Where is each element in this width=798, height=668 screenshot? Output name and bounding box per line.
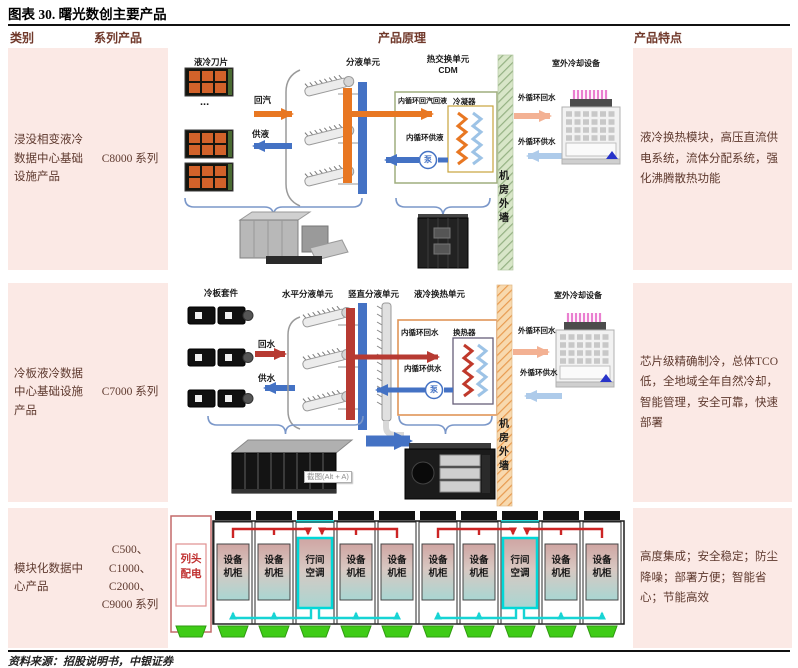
inner-loop-supply-label: 内循环供水 xyxy=(404,364,442,373)
row2-series-cell: C7000 系列 xyxy=(92,283,168,502)
cabinet-label: 设备 机柜 xyxy=(551,555,571,579)
room-wall-label: 机房外墙 xyxy=(499,419,509,472)
cabinet-label: 设备 机柜 xyxy=(264,555,284,579)
server-unit-photo xyxy=(404,443,496,500)
brace-right xyxy=(395,197,491,217)
blade-chassis-photo xyxy=(230,439,354,494)
room-wall-strip xyxy=(497,54,514,271)
inner-loop-return-label: 内循环回水 xyxy=(401,328,439,337)
cold-plate-images xyxy=(187,306,254,408)
vertical-unit-label: 竖直分液单元 xyxy=(348,289,400,299)
blade-server-images xyxy=(184,67,234,192)
col-header-category: 类别 xyxy=(10,31,35,45)
hot-coil xyxy=(461,343,475,398)
condenser-label: 冷凝器 xyxy=(453,97,476,106)
ellipsis-label: ... xyxy=(200,96,210,108)
manifold-bracket xyxy=(287,316,301,430)
blades-label: 液冷刀片 xyxy=(194,57,229,67)
figure-title: 图表 30. 曙光数创主要产品 xyxy=(8,7,167,22)
row-ac-label: 行间 空调 xyxy=(510,555,530,579)
cabinet-label: 设备 机柜 xyxy=(592,555,612,579)
cabinet-label: 设备 机柜 xyxy=(387,555,407,579)
heat-exchange-unit-label: 液冷换热单元 xyxy=(414,289,466,299)
cabinet-label: 设备 机柜 xyxy=(223,555,243,579)
inner-loop-supply-label: 内循环供液 xyxy=(406,133,444,142)
row1-category-cell: 浸没相变液冷数据中心基础设施产品 xyxy=(8,48,92,270)
room-wall-strip xyxy=(496,284,513,507)
cold-air-arrows xyxy=(229,608,606,620)
pump-circle xyxy=(418,150,438,170)
brace-right xyxy=(398,415,493,435)
cabinet-label: 设备 机柜 xyxy=(346,555,366,579)
equipment-cabinets xyxy=(213,521,622,625)
col-header-series: 系列产品 xyxy=(94,31,143,45)
cold-coil xyxy=(475,343,489,398)
row3-series-cell: C500、C1000、C2000、C9000 系列 xyxy=(92,508,168,648)
cooling-tower-image xyxy=(562,90,620,164)
outer-loop-supply-label: 外循环供水 xyxy=(520,368,558,377)
col-header-principle: 产品原理 xyxy=(377,31,426,45)
table-bottom-rule xyxy=(8,650,790,652)
return-riser-pipe xyxy=(346,308,355,420)
outer-loop-supply-label: 外循环供水 xyxy=(518,137,556,146)
liquid-riser-pipe xyxy=(358,82,367,194)
distribution-manifolds xyxy=(302,71,366,188)
cabinet-label: 设备 机柜 xyxy=(469,555,489,579)
exchanger-label: 换热器 xyxy=(453,328,476,337)
table-top-rule xyxy=(8,24,790,26)
row2-features-cell: 芯片级精确制冷，总体TCO 低，全地域全年自然冷却，智能管理，安全可靠，快速部署 xyxy=(633,283,792,502)
manifold-bracket xyxy=(285,69,301,207)
row3-features-cell: 高度集成；安全稳定；防尘降噪；部署方便；智能省心；节能高效 xyxy=(633,508,792,648)
pdu-label: 列头 配电 xyxy=(180,553,202,580)
diagram-coldplate-cooling: 冷板套件 水平分液单元 竖直分液单元 液冷换热单元 室外冷却设备 回水 供水 内… xyxy=(170,283,632,508)
screenshot-tooltip: 截图(Alt + A) xyxy=(304,471,352,483)
supply-water-label: 供水 xyxy=(258,373,276,383)
supply-liquid-label: 供液 xyxy=(252,129,270,139)
row1-series-cell: C8000 系列 xyxy=(92,48,168,270)
floor-vents xyxy=(175,625,618,638)
outdoor-cooling-label: 室外冷却设备 xyxy=(554,291,602,300)
row3-category-cell: 模块化数据中心产品 xyxy=(8,508,92,648)
outer-loop-return-label: 外循环回水 xyxy=(518,93,556,102)
pump-label: 泵 xyxy=(424,155,432,164)
hot-air-arrows xyxy=(231,527,604,538)
row1-features-cell: 液冷换热模块，高压直流供电系统，流体分配系统，强化沸腾散热功能 xyxy=(633,48,792,270)
source-note: 资料来源：招股说明书，中银证券 xyxy=(8,656,173,668)
supply-riser-pipe xyxy=(358,303,367,430)
return-vapor-label: 回汽 xyxy=(254,95,272,105)
cold-plate-kit-label: 冷板套件 xyxy=(204,288,239,298)
diagram-immersion-cooling: 液冷刀片 ... 回汽 供液 分液单元 热交换单元 CDM 内循环回汽回液 冷凝… xyxy=(170,48,632,283)
return-water-label: 回水 xyxy=(258,339,276,349)
brace-left xyxy=(207,415,364,435)
room-wall-label: 机房外墙 xyxy=(499,171,509,224)
col-header-features: 产品特点 xyxy=(634,31,683,45)
cabinet-inner-boxes xyxy=(216,536,619,610)
immersion-tank-photo xyxy=(238,211,349,264)
row-ac-label: 行间 空调 xyxy=(305,555,325,579)
cold-coil xyxy=(470,111,484,166)
inner-loop-return-label: 内循环回汽回液 xyxy=(398,98,447,105)
cdm-cabinet-photo xyxy=(417,214,469,269)
cooling-tower-image xyxy=(556,313,614,387)
outer-loop-return-label: 外循环回水 xyxy=(518,326,556,335)
vapor-riser-pipe xyxy=(343,88,352,183)
condenser-box xyxy=(447,105,494,173)
exchanger-box xyxy=(452,337,494,405)
pump-label: 泵 xyxy=(430,385,438,394)
diagram-modular-datacenter: 列头 配电 设备 机柜 设备 机柜 行间 空调 设备 机柜 设备 机柜 设备 机… xyxy=(170,508,632,650)
horizontal-unit-label: 水平分液单元 xyxy=(282,289,334,299)
cabinet-label: 设备 机柜 xyxy=(428,555,448,579)
distribution-unit-label: 分液单元 xyxy=(346,57,381,67)
pump-circle xyxy=(424,380,444,400)
row2-category-cell: 冷板液冷数据中心基础设施产品 xyxy=(8,283,92,502)
heat-exchange-unit-label: 热交换单元 CDM xyxy=(426,54,470,75)
hot-coil xyxy=(455,111,469,166)
outdoor-cooling-label: 室外冷却设备 xyxy=(552,59,600,68)
